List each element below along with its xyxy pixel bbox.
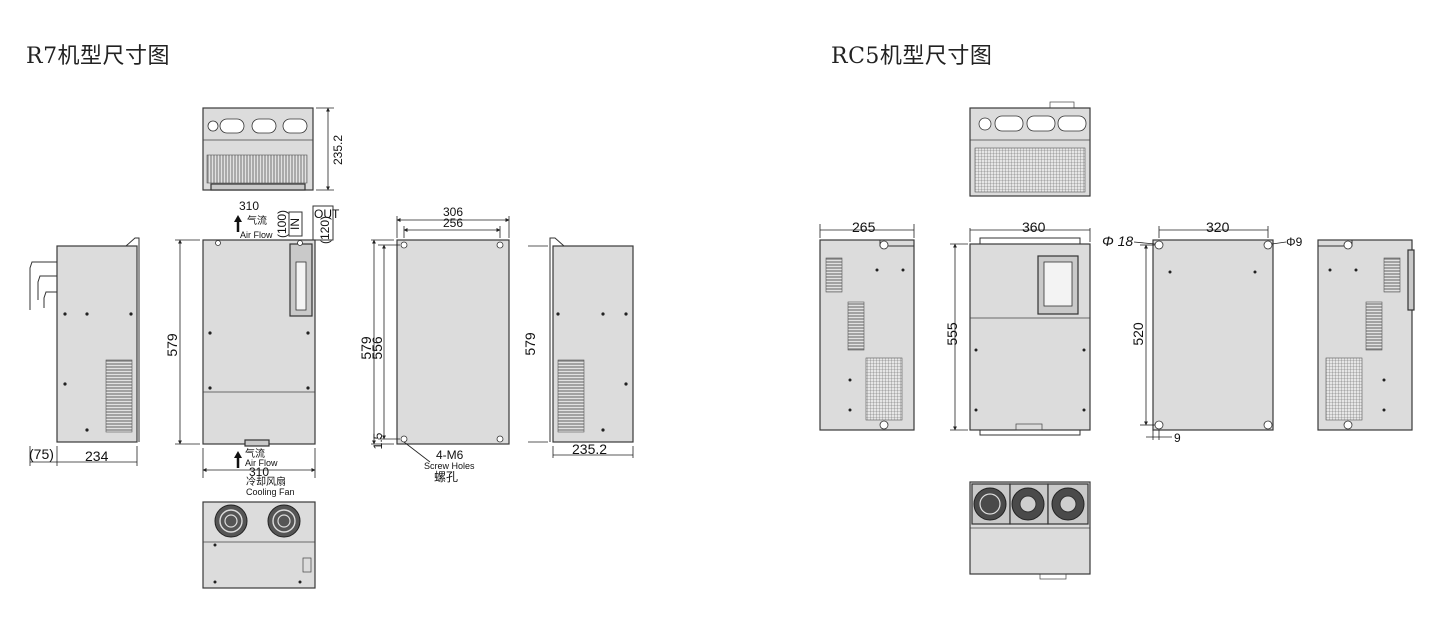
r7-front-view: 579 气流 Air Flow 310 冷却风扇 Cooling Fan [164, 239, 316, 497]
r7-right-side-view: 579 235.2 [522, 237, 634, 458]
r7-left-depth-label: 234 [85, 448, 109, 464]
r7-back-view: 306 256 579 556 1.5 4-M6 Screw Holes 螺孔 [358, 205, 510, 484]
r7-bottom-view [202, 501, 316, 589]
r7-title: R7机型尺寸图 [26, 44, 171, 69]
r7-left-offset-label: (75) [29, 446, 54, 462]
r7-screw-cn-label: 螺孔 [434, 470, 458, 484]
rc5-left-side-view: 265 [819, 219, 915, 431]
r7-clearance-in-label: IN [288, 218, 302, 230]
r7-clearance-in-value: (100) [275, 210, 289, 238]
r7-right-height-label: 579 [522, 332, 538, 356]
r7-fan-cn: 冷却风扇 [246, 475, 286, 488]
rc5-back-view: 320 520 Φ 18 Φ9 9 [1102, 219, 1303, 445]
r7-clearance-out-label: OUT [314, 207, 340, 221]
r7-back-hole-pitch-label: 256 [443, 216, 463, 230]
rc5-bottom-view [969, 481, 1091, 580]
rc5-title: RC5机型尺寸图 [831, 44, 993, 69]
rc5-top-view [969, 101, 1091, 197]
r7-airflow-bottom-en: Air Flow [245, 458, 278, 468]
r7-fan-en: Cooling Fan [246, 487, 295, 497]
rc5-back-offset-label: 9 [1174, 431, 1181, 445]
r7-front-height-label: 579 [164, 333, 180, 357]
rc5-back-hole-height-label: 520 [1130, 322, 1146, 346]
rc5-back-hole-pitch-label: 320 [1206, 219, 1230, 235]
r7-bottom-width-label: 310 [249, 465, 269, 479]
r7-airflow-top-en: Air Flow [240, 230, 273, 240]
r7-back-height-label: 579 [358, 336, 374, 360]
r7-clearance-out-value: (120) [318, 216, 332, 244]
r7-screw-spec-label: 4-M6 [436, 448, 464, 462]
rc5-small-hole-label: Φ9 [1286, 235, 1303, 249]
r7-back-outer-width-label: 306 [443, 205, 463, 219]
r7-top-view [202, 107, 314, 191]
r7-top-depth-label: 235.2 [331, 135, 345, 165]
r7-back-hole-height-label: 556 [369, 336, 385, 360]
r7-right-depth-label: 235.2 [572, 441, 607, 457]
rc5-big-hole-label: Φ 18 [1102, 233, 1133, 249]
r7-left-side-view: (75) 234 [29, 237, 140, 466]
rc5-right-side-view [1317, 239, 1415, 431]
rc5-front-height-label: 555 [944, 322, 960, 346]
r7-back-bottom-offset-label: 1.5 [371, 432, 385, 449]
r7-top-dimensions: 235.2 310 气流 Air Flow (100) IN OUT (120) [234, 107, 345, 244]
r7-screw-en-label: Screw Holes [424, 461, 475, 471]
rc5-left-depth-label: 265 [852, 219, 876, 235]
rc5-front-view: 360 555 [944, 219, 1091, 436]
r7-airflow-top-cn: 气流 [247, 214, 267, 227]
r7-top-width-label: 310 [239, 199, 259, 213]
rc5-front-width-label: 360 [1022, 219, 1046, 235]
r7-airflow-bottom-cn: 气流 [245, 447, 265, 460]
